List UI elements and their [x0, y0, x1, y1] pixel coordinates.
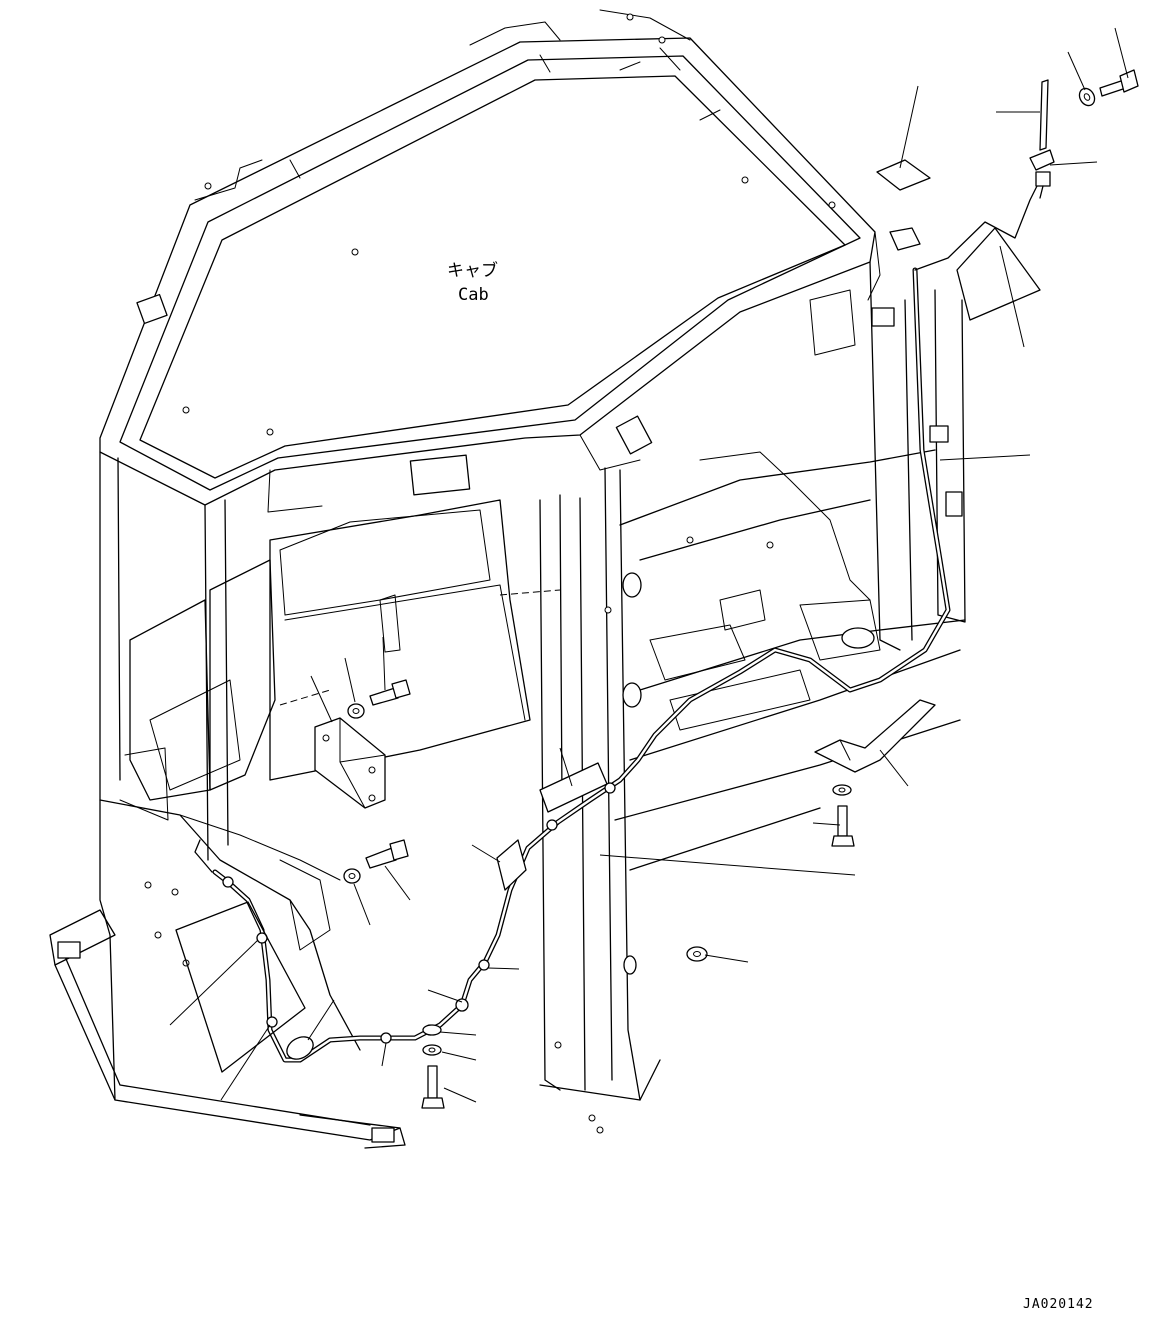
bottom-bolt: [421, 1065, 445, 1109]
cab-roof: [99, 9, 881, 513]
nut: [686, 946, 708, 962]
antenna-cable: [194, 179, 1041, 1063]
cable-bracket: [814, 699, 936, 773]
antenna-washer: [1078, 87, 1096, 107]
drawing-code: JA020142: [1023, 1297, 1094, 1312]
mid-washer: [343, 868, 361, 884]
roof-connector: [889, 227, 921, 251]
controller-bolt: [369, 679, 411, 706]
ground-plate: [956, 227, 1041, 321]
cable-loop: [286, 1036, 314, 1060]
bottom-washer-2: [422, 1044, 442, 1056]
bracket-bolt: [831, 805, 855, 847]
bottom-washer-1: [422, 1024, 442, 1036]
antenna-bolt: [1099, 69, 1139, 97]
controller-washer: [347, 703, 365, 719]
cable-clamps: [222, 782, 616, 1044]
cab-label-jp: キャブ: [447, 260, 498, 281]
mid-bolt: [365, 839, 409, 869]
cable-cover-lower: [496, 839, 527, 891]
cab-frame: [49, 261, 966, 1149]
leader-lines: [169, 27, 1129, 1103]
cable-cover-upper: [539, 762, 608, 813]
caution-plate: [876, 159, 931, 191]
cab-label-en: Cab: [458, 285, 489, 305]
antenna-controller: [314, 717, 386, 809]
lower-plate: [175, 901, 306, 1073]
antenna-rod: [1029, 79, 1055, 199]
bracket-washer: [832, 784, 852, 796]
